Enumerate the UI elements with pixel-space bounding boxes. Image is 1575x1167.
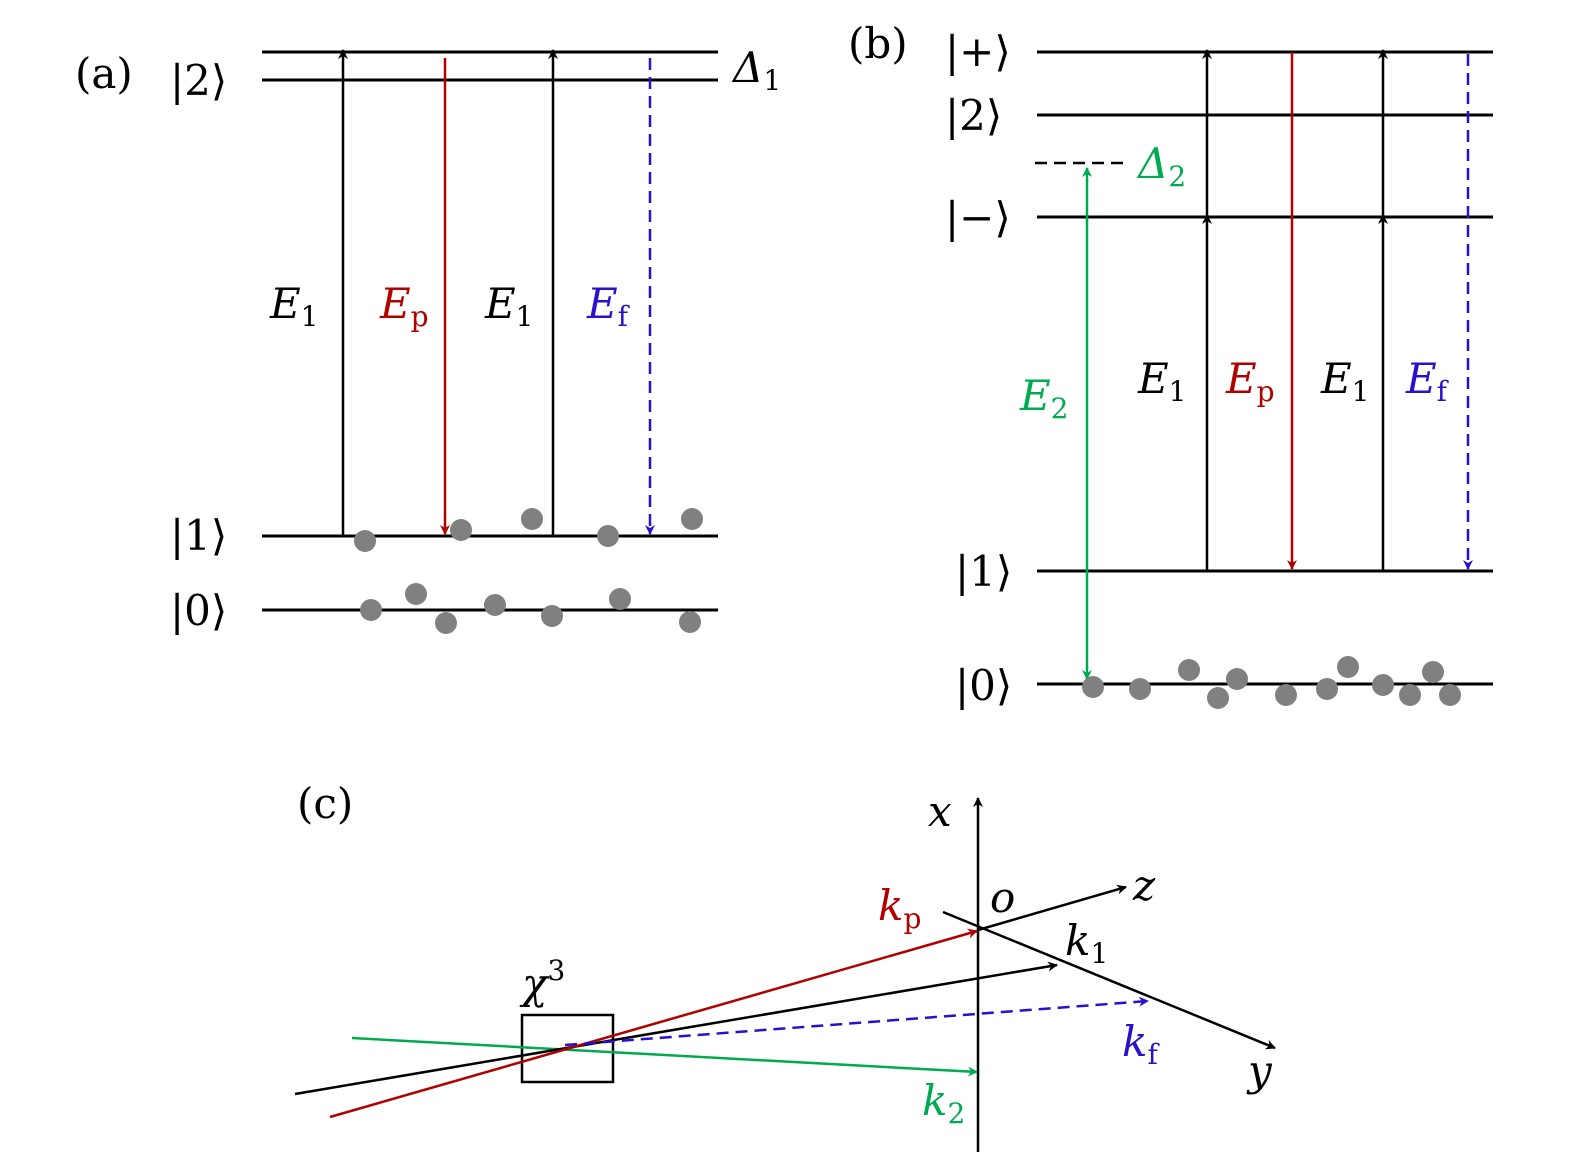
atom-dot — [1439, 684, 1461, 706]
atom-dot — [679, 611, 701, 633]
atom-dot — [1337, 656, 1359, 678]
atom-dot — [1082, 676, 1104, 698]
atom-dot — [541, 605, 563, 627]
z-axis-label: z — [1132, 861, 1156, 910]
panel-b: (b) |+⟩ |2⟩ |−⟩ |1⟩ |0⟩ Δ2 E2 E1 Ep E1 E… — [848, 19, 1493, 710]
atom-dot — [609, 588, 631, 610]
ef-label: Ef — [1405, 354, 1450, 408]
origin-label: o — [990, 873, 1015, 922]
e1-label: E1 — [1320, 354, 1370, 408]
ep-label: Ep — [379, 279, 429, 333]
detuning-2-label: Δ2 — [1136, 139, 1186, 193]
level-1-label: |1⟩ — [170, 511, 227, 560]
atom-dot — [354, 530, 376, 552]
k2-beam — [351, 1036, 978, 1077]
kf-beam — [564, 996, 1149, 1047]
atom-dot — [360, 599, 382, 621]
atom-dot — [1129, 678, 1151, 700]
atom-dot — [1422, 661, 1444, 683]
e1-label: E1 — [1137, 354, 1187, 408]
e1-label: E1 — [269, 279, 319, 333]
atom-dot — [1275, 684, 1297, 706]
atom-dot — [435, 612, 457, 634]
level-0-label: |0⟩ — [955, 661, 1012, 710]
level-2-label: |2⟩ — [170, 56, 227, 105]
atom-dot — [1178, 659, 1200, 681]
k2-label: k2 — [922, 1076, 965, 1130]
level-0-label: |0⟩ — [170, 586, 227, 635]
panel-a-label: (a) — [75, 49, 133, 98]
level-minus-label: |−⟩ — [945, 193, 1011, 242]
kp-beam — [329, 928, 978, 1119]
level-1-label: |1⟩ — [955, 547, 1012, 596]
atom-dot — [597, 525, 619, 547]
kf-label: kf — [1122, 1017, 1160, 1071]
ep-label: Ep — [1225, 354, 1275, 408]
panel-a: (a) |2⟩ |1⟩ |0⟩ Δ1 E1 Ep E1 Ef — [75, 43, 781, 635]
k1-label: k1 — [1065, 916, 1108, 970]
atom-dot — [1316, 678, 1338, 700]
e1-label: E1 — [484, 279, 534, 333]
atom-dot — [450, 519, 472, 541]
e2-label: E2 — [1019, 371, 1069, 425]
atom-dot — [405, 583, 427, 605]
k1-beam — [294, 961, 1058, 1096]
y-axis — [942, 910, 1276, 1050]
z-axis — [977, 884, 1127, 932]
atoms — [354, 508, 703, 634]
ef-label: Ef — [586, 279, 631, 333]
y-axis-label: y — [1246, 1046, 1273, 1095]
atoms — [1082, 656, 1461, 709]
atom-dot — [521, 508, 543, 530]
atom-dot — [484, 594, 506, 616]
atom-dot — [1372, 674, 1394, 696]
panel-c-label: (c) — [297, 779, 353, 828]
chi3-label: χ3 — [519, 954, 565, 1008]
kp-label: kp — [878, 881, 921, 935]
detuning-1-label: Δ1 — [731, 43, 781, 97]
x-axis-label: x — [928, 787, 952, 836]
panel-c: (c) x z y o χ3 kp k1 kf k2 — [294, 779, 1276, 1152]
panel-b-label: (b) — [848, 19, 908, 68]
level-2-label: |2⟩ — [945, 91, 1002, 140]
atom-dot — [681, 508, 703, 530]
nonlinear-medium-box — [520, 1013, 615, 1084]
atom-dot — [1207, 687, 1229, 709]
level-plus-label: |+⟩ — [945, 27, 1011, 76]
atom-dot — [1226, 668, 1248, 690]
atom-dot — [1399, 684, 1421, 706]
